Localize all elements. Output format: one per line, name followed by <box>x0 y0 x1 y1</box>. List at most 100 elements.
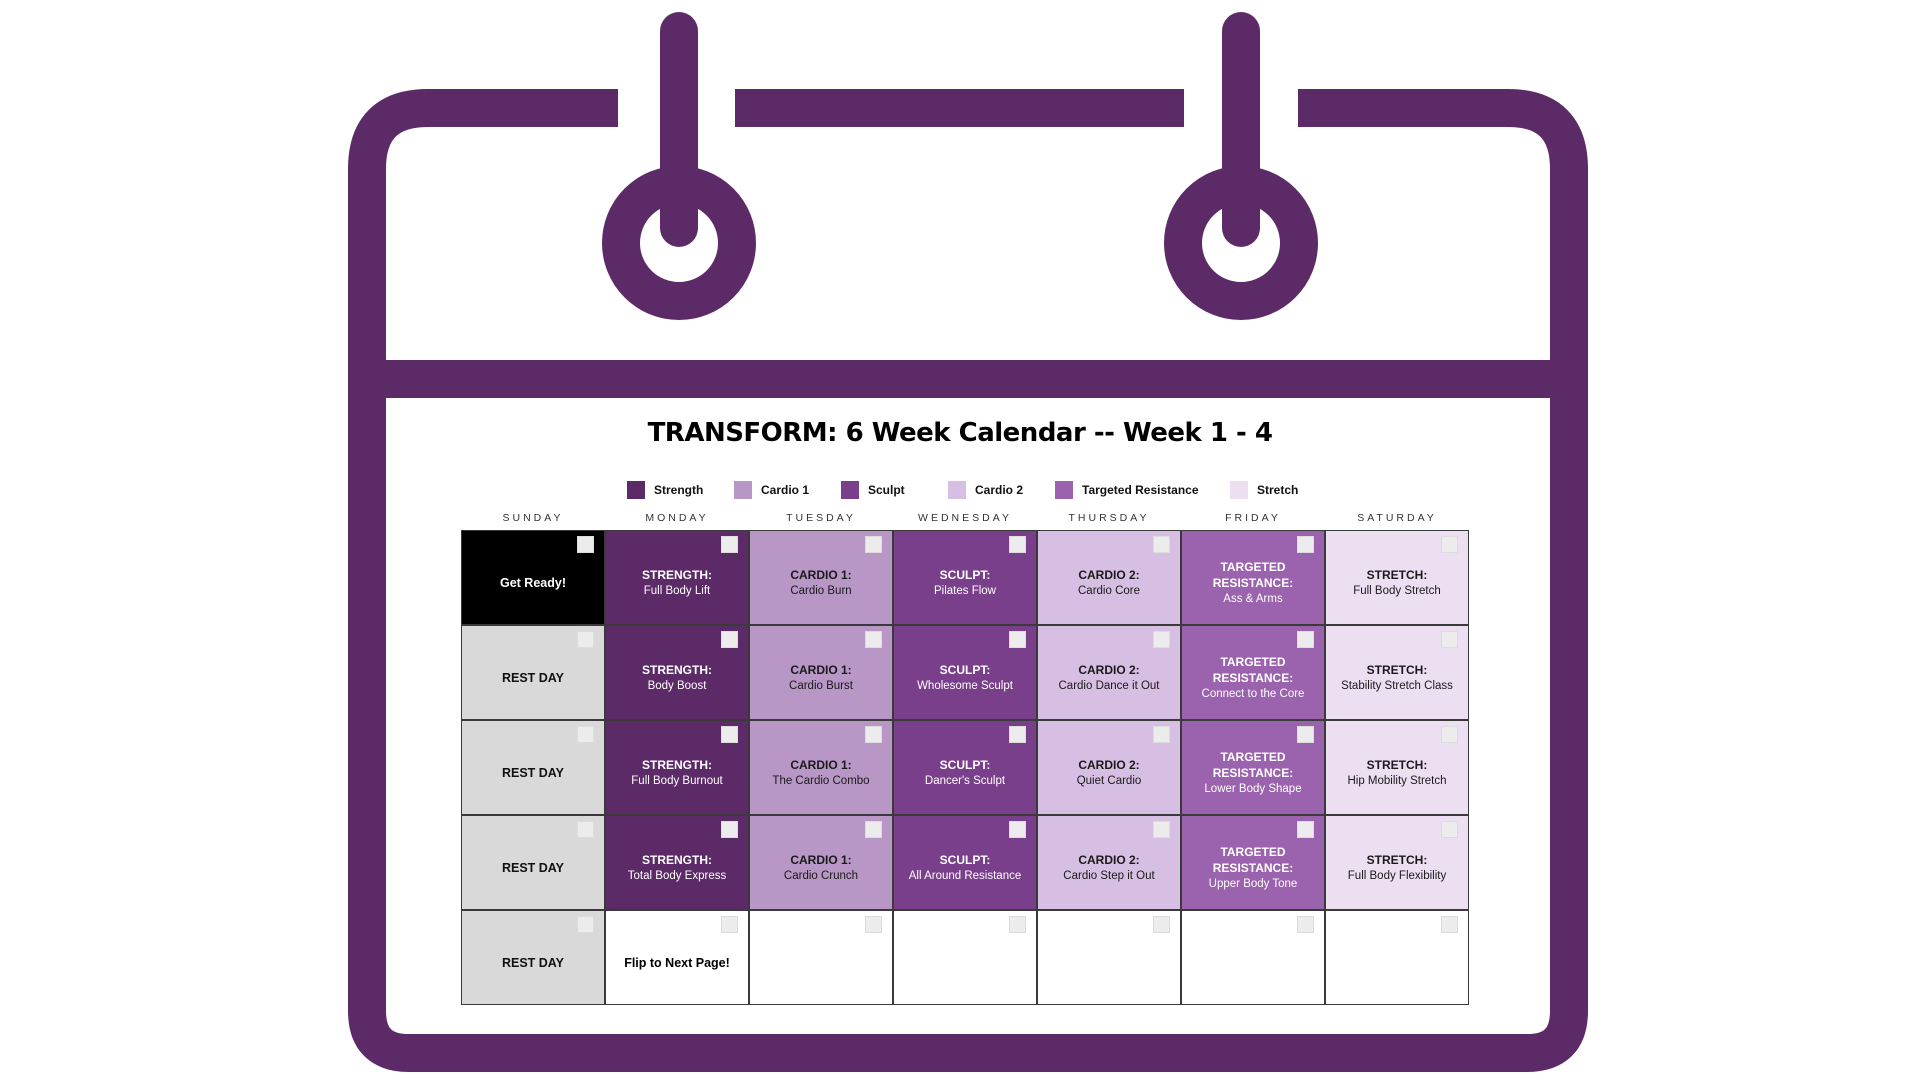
legend-label: Stretch <box>1257 483 1299 497</box>
calendar-cell: CARDIO 1: The Cardio Combo <box>749 720 893 815</box>
completion-checkbox[interactable] <box>1297 916 1314 933</box>
workout-name: Total Body Express <box>627 869 727 882</box>
completion-checkbox[interactable] <box>577 631 594 648</box>
workout-name: Quiet Cardio <box>1076 774 1142 787</box>
completion-checkbox[interactable] <box>1441 631 1458 648</box>
day-header: SUNDAY <box>502 512 564 524</box>
completion-checkbox[interactable] <box>1153 536 1170 553</box>
day-note: Flip to Next Page! <box>624 955 730 970</box>
workout-category: CARDIO 1: <box>790 757 852 772</box>
legend-label: Cardio 1 <box>761 483 810 497</box>
completion-checkbox[interactable] <box>1009 536 1026 553</box>
completion-checkbox[interactable] <box>1153 631 1170 648</box>
completion-checkbox[interactable] <box>721 916 738 933</box>
completion-checkbox[interactable] <box>865 916 882 933</box>
completion-checkbox[interactable] <box>1297 726 1314 743</box>
day-header: SATURDAY <box>1357 512 1437 524</box>
calendar-cell: STRENGTH:Full Body Burnout <box>605 720 749 815</box>
calendar-cell: SCULPT: Wholesome Sculpt <box>893 625 1037 720</box>
workout-name: Cardio Burn <box>790 584 852 597</box>
completion-checkbox[interactable] <box>1009 726 1026 743</box>
calendar-cell: TARGETED RESISTANCE:Ass & Arms <box>1181 530 1325 625</box>
workout-category: STRENGTH: <box>642 852 712 867</box>
day-header: WEDNESDAY <box>918 512 1012 524</box>
completion-checkbox[interactable] <box>1153 916 1170 933</box>
calendar-cell: STRETCH:Hip Mobility Stretch <box>1325 720 1469 815</box>
workout-category: TARGETED RESISTANCE: <box>1212 654 1294 685</box>
calendar-cell <box>749 910 893 1005</box>
calendar-cell: TARGETED RESISTANCE: Lower Body Shape <box>1181 720 1325 815</box>
workout-category: STRETCH: <box>1366 662 1428 677</box>
completion-checkbox[interactable] <box>1009 821 1026 838</box>
calendar-cell: CARDIO 1:Cardio Burn <box>749 530 893 625</box>
completion-checkbox[interactable] <box>1441 536 1458 553</box>
workout-category: CARDIO 2: <box>1078 662 1140 677</box>
day-note: REST DAY <box>501 955 565 970</box>
calendar-cell: CARDIO 1: Cardio Burst <box>749 625 893 720</box>
workout-category: SCULPT: <box>939 757 991 772</box>
completion-checkbox[interactable] <box>1297 536 1314 553</box>
completion-checkbox[interactable] <box>721 726 738 743</box>
calendar-cell: REST DAY <box>461 815 605 910</box>
completion-checkbox[interactable] <box>577 536 594 553</box>
completion-checkbox[interactable] <box>577 726 594 743</box>
completion-checkbox[interactable] <box>1009 916 1026 933</box>
workout-name: Cardio Burst <box>789 679 853 692</box>
completion-checkbox[interactable] <box>721 631 738 648</box>
workout-category: STRETCH: <box>1366 852 1428 867</box>
day-header: THURSDAY <box>1068 512 1150 524</box>
calendar-cell: CARDIO 2:Cardio Dance it Out <box>1037 625 1181 720</box>
workout-name: Full Body Burnout <box>631 774 723 787</box>
workout-category: CARDIO 2: <box>1078 757 1140 772</box>
completion-checkbox[interactable] <box>1009 631 1026 648</box>
legend-item: Cardio 1 <box>734 478 809 502</box>
legend-swatch <box>948 481 966 499</box>
workout-category: TARGETED RESISTANCE: <box>1212 749 1294 780</box>
completion-checkbox[interactable] <box>1153 726 1170 743</box>
workout-category: STRETCH: <box>1366 757 1428 772</box>
calendar-cell <box>1325 910 1469 1005</box>
completion-checkbox[interactable] <box>1441 916 1458 933</box>
completion-checkbox[interactable] <box>577 821 594 838</box>
completion-checkbox[interactable] <box>865 536 882 553</box>
calendar-cell: REST DAY <box>461 625 605 720</box>
completion-checkbox[interactable] <box>721 536 738 553</box>
workout-name: Full Body Flexibility <box>1347 869 1447 882</box>
calendar-cell: Get Ready! <box>461 530 605 625</box>
calendar-rings <box>660 12 1260 247</box>
workout-category: CARDIO 1: <box>790 662 852 677</box>
legend-label: Sculpt <box>868 483 905 497</box>
calendar-cell: CARDIO 1:Cardio Crunch <box>749 815 893 910</box>
completion-checkbox[interactable] <box>1153 821 1170 838</box>
completion-checkbox[interactable] <box>1441 726 1458 743</box>
workout-category: SCULPT: <box>939 662 991 677</box>
completion-checkbox[interactable] <box>1441 821 1458 838</box>
workout-name: Cardio Step it Out <box>1063 869 1155 882</box>
legend-swatch <box>1055 481 1073 499</box>
workout-category: TARGETED RESISTANCE: <box>1212 844 1294 875</box>
workout-name: Full Body Stretch <box>1353 584 1441 597</box>
completion-checkbox[interactable] <box>721 821 738 838</box>
calendar-cell <box>1037 910 1181 1005</box>
completion-checkbox[interactable] <box>865 726 882 743</box>
completion-checkbox[interactable] <box>1297 631 1314 648</box>
completion-checkbox[interactable] <box>865 821 882 838</box>
completion-checkbox[interactable] <box>577 916 594 933</box>
legend-item: Strength <box>627 478 703 502</box>
workout-name: Lower Body Shape <box>1204 782 1302 795</box>
workout-name: Connect to the Core <box>1201 687 1305 700</box>
workout-name: Body Boost <box>647 679 707 692</box>
workout-category: SCULPT: <box>939 852 991 867</box>
calendar-cell: STRENGTH: Total Body Express <box>605 815 749 910</box>
workout-category: CARDIO 2: <box>1078 852 1140 867</box>
legend-swatch <box>734 481 752 499</box>
completion-checkbox[interactable] <box>865 631 882 648</box>
legend-swatch <box>627 481 645 499</box>
day-header: MONDAY <box>645 512 709 524</box>
workout-name: Wholesome Sculpt <box>917 679 1013 692</box>
calendar-cell: STRENGTH:Body Boost <box>605 625 749 720</box>
completion-checkbox[interactable] <box>1297 821 1314 838</box>
legend-label: Cardio 2 <box>975 483 1024 497</box>
workout-name: The Cardio Combo <box>772 774 870 787</box>
